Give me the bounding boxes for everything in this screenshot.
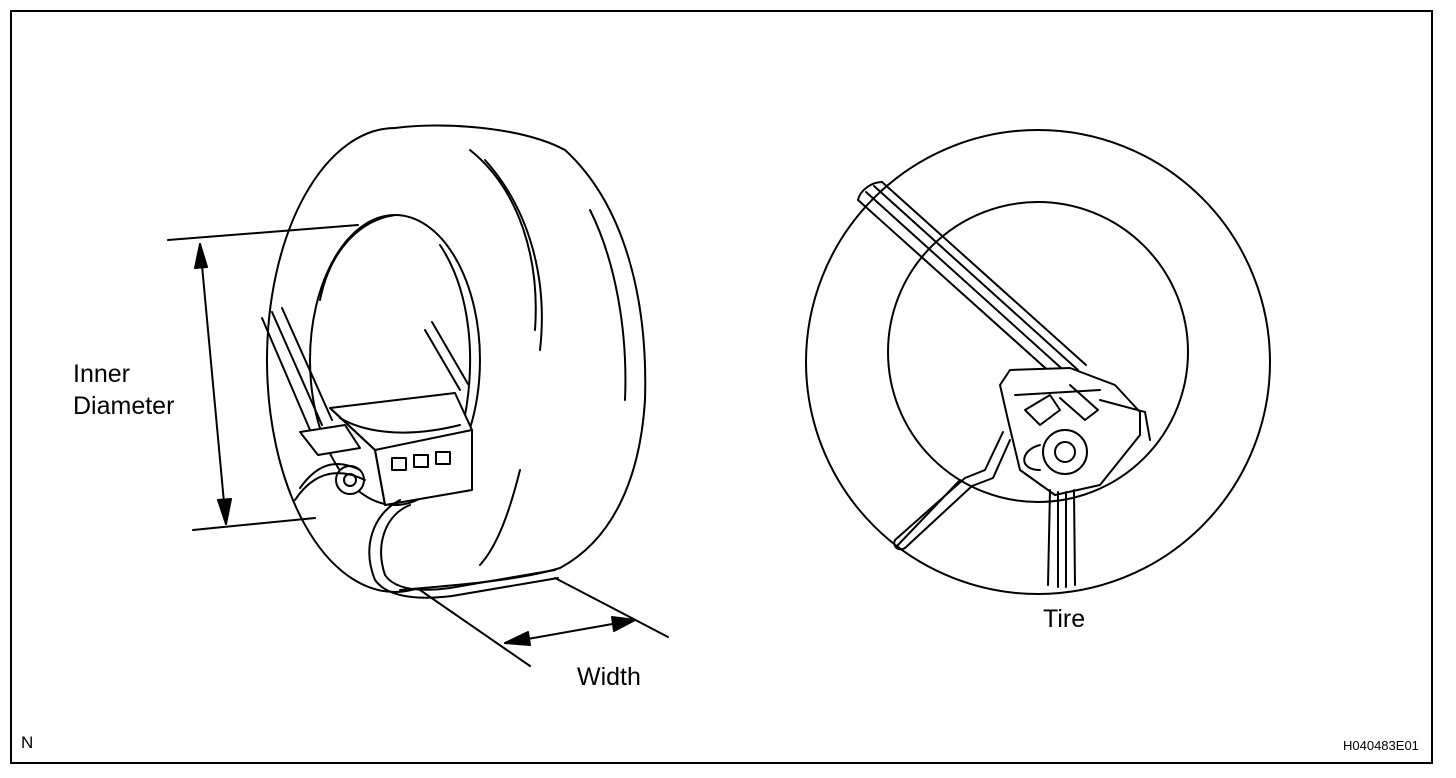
strap-lower-left <box>897 479 961 546</box>
strap-back <box>431 321 469 385</box>
strap-bottom-side <box>1047 489 1051 586</box>
inner-diameter-label-line2: Diameter <box>73 392 175 420</box>
figure-frame <box>10 10 1433 764</box>
tire-outer-circle <box>805 129 1271 595</box>
inner-diameter-dimension <box>167 224 359 531</box>
strap-upper <box>857 199 1063 384</box>
airbag-module-side <box>999 367 1151 496</box>
tire-label: Tire <box>1043 605 1086 633</box>
tread-line <box>479 469 521 566</box>
strap-upper <box>873 185 1079 371</box>
figure-code: H040483E01 <box>1343 738 1419 753</box>
module-connector-side <box>1042 429 1088 475</box>
tire-inner-circle <box>887 201 1189 503</box>
strap-lower-left <box>904 439 1011 549</box>
tread-line <box>589 209 627 401</box>
corner-mark: N <box>21 733 34 752</box>
strap-lower-left <box>894 431 1004 541</box>
strap-left-upper <box>271 311 323 426</box>
strap-upper-end <box>857 181 883 201</box>
strap-bottom <box>380 504 556 591</box>
inner-diameter-label-line1: Inner <box>73 360 130 388</box>
tread-line <box>469 149 537 331</box>
airbag-module <box>299 392 473 506</box>
width-dimension <box>419 577 669 667</box>
strap-lower-end <box>893 539 906 551</box>
tire-perspective-view <box>167 124 669 667</box>
strap-bottom-side <box>1073 489 1076 586</box>
strap-bottom <box>294 472 366 501</box>
tire-side-view <box>805 129 1271 595</box>
inner-diameter-label: Inner Diameter <box>73 358 174 422</box>
inner-bead-edge <box>319 214 396 301</box>
strap-upper <box>865 191 1071 377</box>
strap-upper <box>881 181 1087 366</box>
strap-left-upper <box>261 317 311 431</box>
strap-back <box>424 329 461 391</box>
strap-left-upper <box>281 307 333 421</box>
strap-bottom <box>299 463 361 489</box>
tread-line <box>484 159 543 351</box>
width-label: Width <box>577 663 641 691</box>
inner-bead-shadow <box>439 244 472 431</box>
